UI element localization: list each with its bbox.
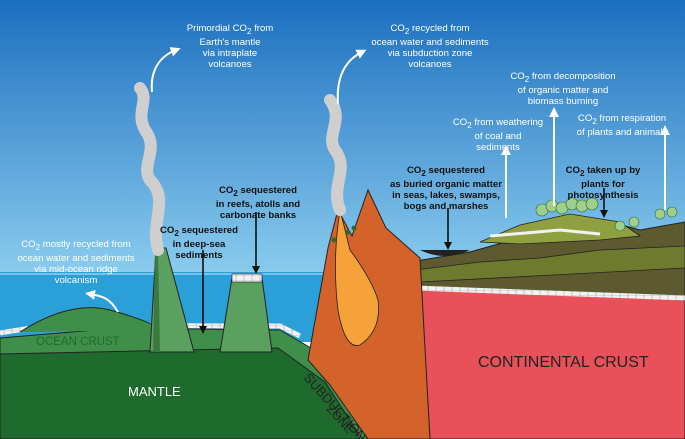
label-weathering: CO2 from weathering of coal and sediment… [452,117,544,153]
label-mid-ocean: CO2 mostly recycled from ocean water and… [17,239,135,286]
label-photosynthesis: CO2 taken up by plants for photosynthesi… [565,165,641,201]
plume-intraplate [134,82,166,256]
reef-cap [231,273,263,283]
arrow-mid-ocean [85,289,119,313]
continental-sediment [414,285,685,301]
intraplate-volcano [149,247,195,353]
plume-subduction [324,94,347,216]
label-buried: CO2 sequestered as buried organic matter… [390,165,502,212]
label-reefs: CO2 sequestered in reefs, atolls and car… [215,185,301,221]
small-trees [331,225,357,243]
volcano-conduit [153,250,160,352]
label-subduction-recycled: CO2 recycled from ocean water and sedime… [371,23,489,70]
region-continental-crust: CONTINENTAL CRUST [478,354,649,371]
region-mantle: MANTLE [128,384,181,399]
swamp [420,250,470,256]
arrow-primordial [150,47,181,93]
label-primordial: Primordial CO2 from Earth's mantle via i… [186,23,274,70]
label-deep-sea: CO2 sequestered in deep-sea sediments [159,225,239,261]
label-decomposition: CO2 from decomposition of organic matter… [510,71,616,107]
region-ocean-crust: OCEAN CRUST [36,336,120,348]
magma-chamber [335,209,379,346]
land-olive-layer [414,245,685,283]
coal-seam [489,228,601,238]
arrow-subduction [336,49,367,105]
label-respiration: CO2 from respiration of plants and anima… [576,113,668,138]
mid-ocean-ridge [19,307,166,333]
